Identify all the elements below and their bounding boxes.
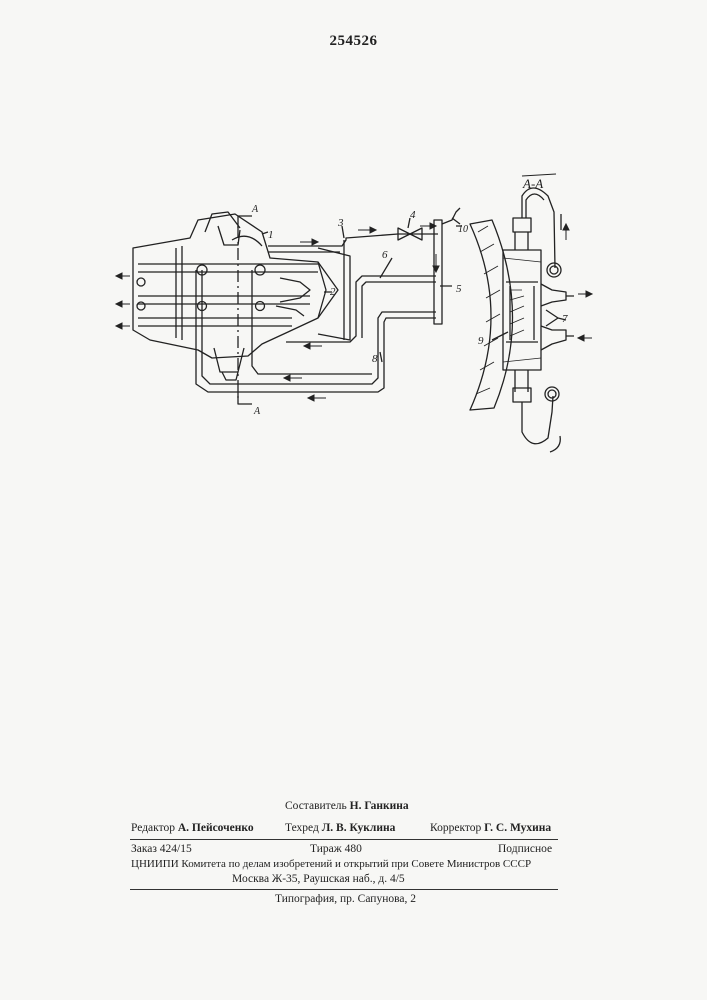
label-1: 1 xyxy=(268,229,274,241)
label-4: 4 xyxy=(410,209,416,221)
label-6: 6 xyxy=(382,249,388,261)
label-8: 8 xyxy=(372,353,378,365)
pipe-6 xyxy=(286,276,436,342)
pump-5 xyxy=(434,220,442,324)
section-label: A-A xyxy=(522,176,543,191)
cut-label-bottom: A xyxy=(253,406,261,417)
label-5: 5 xyxy=(456,283,462,295)
drum-wall xyxy=(470,220,513,410)
housing-body xyxy=(133,212,326,380)
pipe-8 xyxy=(202,270,436,384)
cut-label-top: A xyxy=(251,204,259,215)
label-9: 9 xyxy=(478,335,484,347)
label-7: 7 xyxy=(562,313,568,325)
label-2: 2 xyxy=(330,286,336,298)
label-3: 3 xyxy=(337,217,344,229)
label-10: 10 xyxy=(458,224,468,235)
